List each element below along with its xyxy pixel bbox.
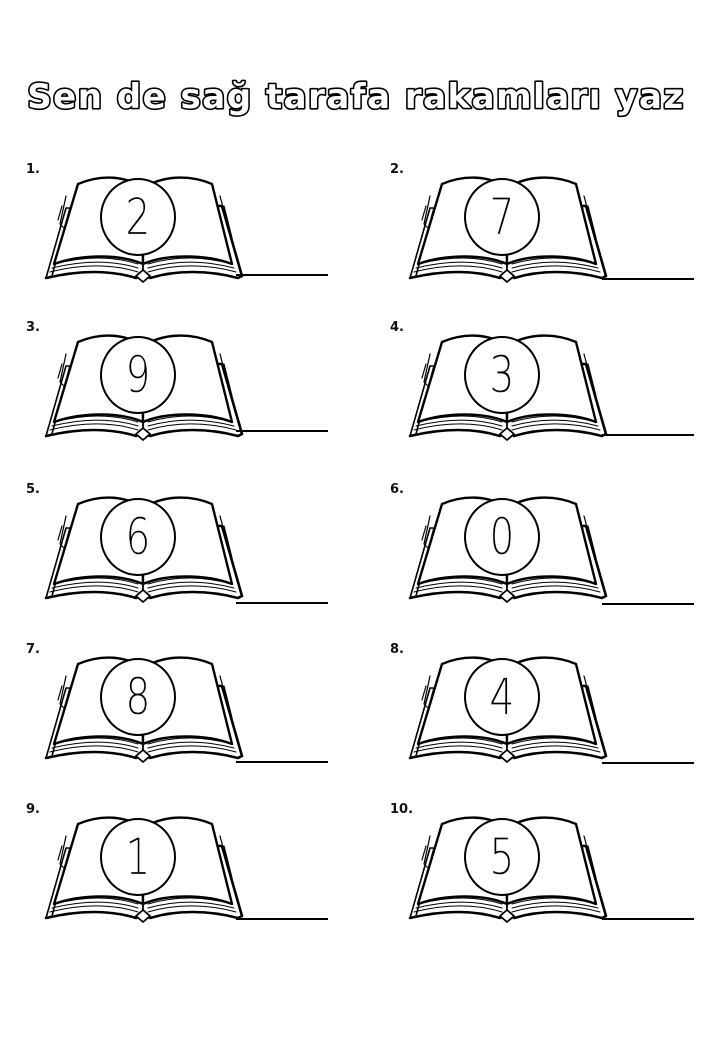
item-number: 8.	[390, 642, 404, 657]
answer-line[interactable]	[602, 918, 694, 920]
exercise-item-9: 9. 1	[26, 802, 356, 952]
exercise-item-3: 3. 9	[26, 320, 356, 470]
exercise-item-6: 6. 0	[390, 482, 720, 632]
answer-line[interactable]	[236, 602, 328, 604]
item-number: 3.	[26, 320, 40, 335]
digit-value: 8	[125, 668, 151, 726]
digit-value: 2	[125, 188, 151, 246]
item-number: 2.	[390, 162, 404, 177]
answer-line[interactable]	[236, 430, 328, 432]
digit-circle: 3	[464, 336, 540, 414]
title-svg: Sen de sağ tarafa rakamları yaz	[26, 75, 685, 118]
exercise-item-10: 10. 5	[390, 802, 720, 952]
answer-line[interactable]	[602, 434, 694, 436]
title-block: Sen de sağ tarafa rakamları yaz	[0, 62, 720, 132]
exercise-item-8: 8. 4	[390, 642, 720, 792]
answer-line[interactable]	[236, 761, 328, 763]
digit-value: 7	[489, 188, 515, 246]
item-number: 7.	[26, 642, 40, 657]
item-number: 4.	[390, 320, 404, 335]
answer-line[interactable]	[602, 762, 694, 764]
exercise-item-7: 7. 8	[26, 642, 356, 792]
digit-value: 5	[489, 828, 515, 886]
answer-line[interactable]	[236, 918, 328, 920]
digit-circle: 9	[100, 336, 176, 414]
digit-circle: 5	[464, 818, 540, 896]
digit-circle: 0	[464, 498, 540, 576]
item-number: 1.	[26, 162, 40, 177]
exercise-item-1: 1. 2	[26, 162, 356, 312]
digit-value: 9	[125, 346, 151, 404]
exercise-item-2: 2. 7	[390, 162, 720, 312]
digit-circle: 7	[464, 178, 540, 256]
exercise-item-5: 5. 6	[26, 482, 356, 632]
digit-circle: 1	[100, 818, 176, 896]
item-number: 6.	[390, 482, 404, 497]
item-number: 10.	[390, 802, 414, 817]
digit-circle: 4	[464, 658, 540, 736]
answer-line[interactable]	[236, 274, 328, 276]
item-number: 9.	[26, 802, 40, 817]
digit-value: 1	[125, 828, 151, 886]
digit-circle: 2	[100, 178, 176, 256]
digit-value: 3	[489, 346, 515, 404]
page-title: Sen de sağ tarafa rakamları yaz	[27, 77, 685, 117]
answer-line[interactable]	[602, 278, 694, 280]
item-number: 5.	[26, 482, 40, 497]
exercise-item-4: 4. 3	[390, 320, 720, 470]
digit-value: 4	[489, 668, 515, 726]
digit-circle: 8	[100, 658, 176, 736]
digit-circle: 6	[100, 498, 176, 576]
digit-value: 6	[125, 508, 151, 566]
digit-value: 0	[489, 508, 515, 566]
answer-line[interactable]	[602, 603, 694, 605]
